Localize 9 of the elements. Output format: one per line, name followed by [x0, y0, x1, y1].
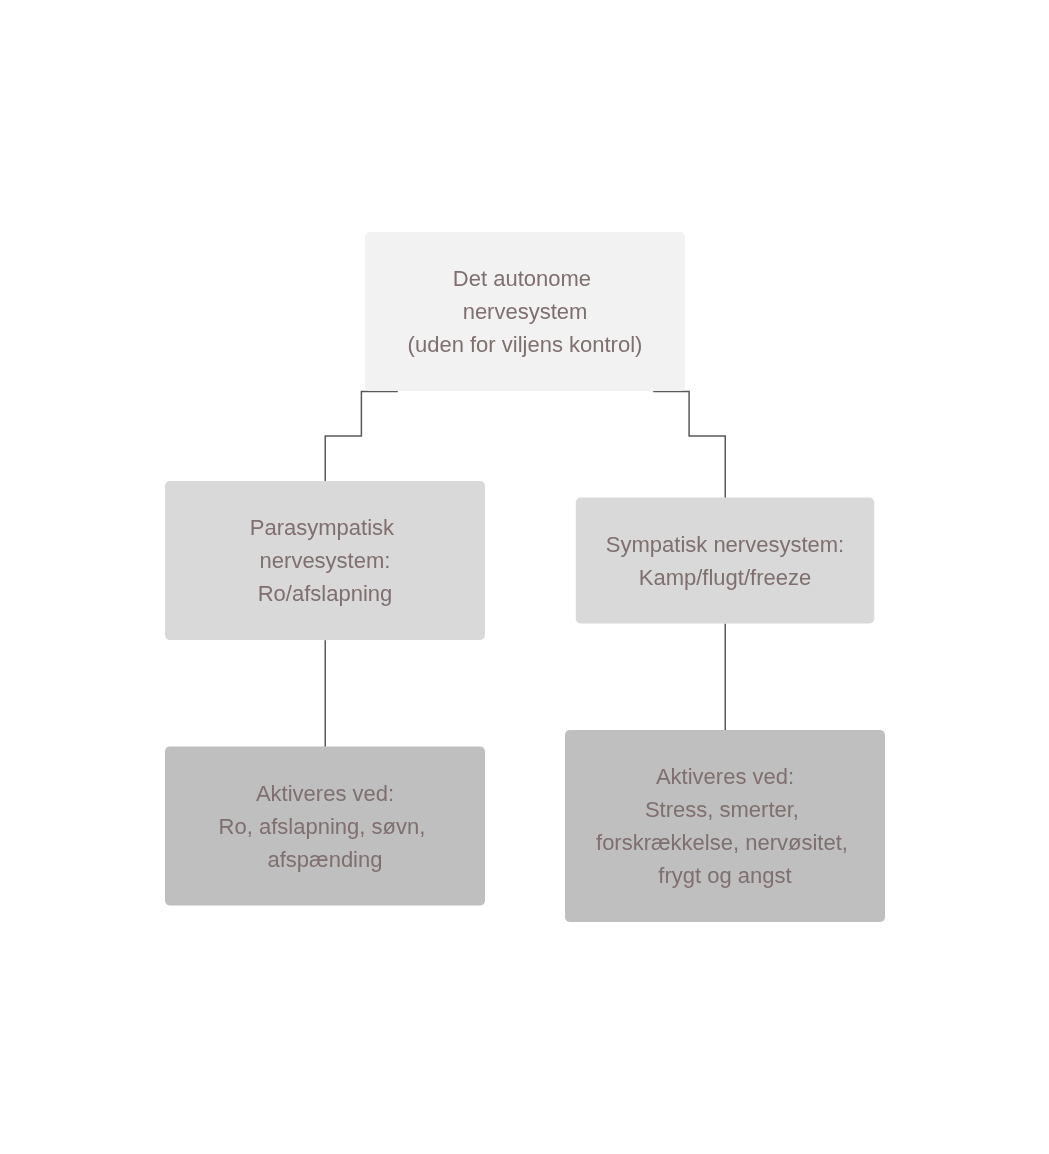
node-box: Det autonome nervesystem (uden for viljens kontrol): [364, 232, 685, 391]
connector: [324, 639, 326, 748]
connector: [324, 390, 399, 483]
connector: [651, 390, 726, 499]
connector: [724, 623, 726, 732]
node-box: Aktiveres ved: Ro, afslapning, søvn, afspænding: [164, 746, 485, 906]
node-box: Sympatisk nervesystem: Kamp/flugt/freeze: [575, 497, 874, 624]
node-box: Aktiveres ved: Stress, smerter, forskrækkelse, nervøsitet, frygt og angst: [564, 730, 885, 922]
node-box: Parasympatisk nervesystem: Ro/afslapning: [164, 481, 485, 640]
